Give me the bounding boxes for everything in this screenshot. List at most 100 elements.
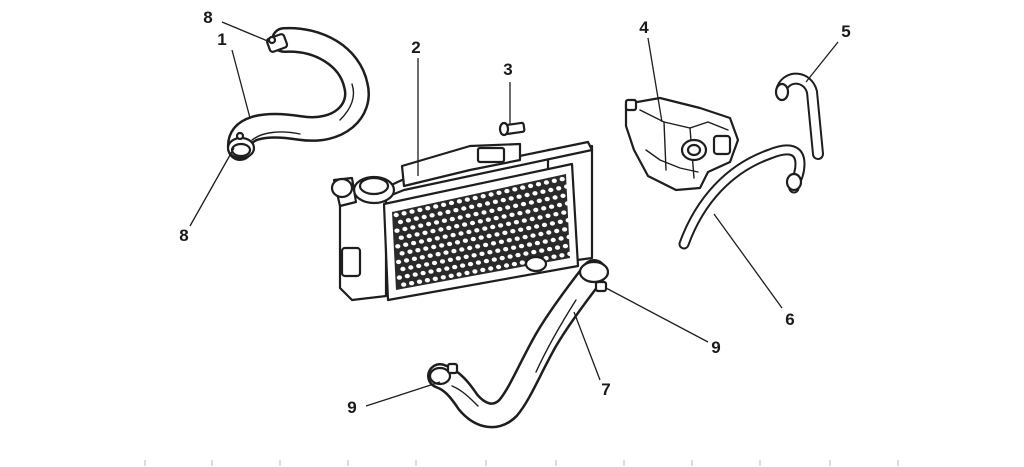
mesh-cell (531, 249, 537, 255)
mesh-cell (551, 178, 557, 183)
mesh-cell (455, 256, 461, 261)
callout-9-right: 9 (711, 338, 721, 357)
mesh-cell (435, 252, 441, 257)
mesh-cell (423, 246, 429, 251)
mesh-cell (393, 212, 399, 218)
callout-8-top: 8 (203, 8, 213, 27)
mesh-cell (480, 194, 486, 199)
mesh-cell (473, 211, 479, 217)
callout-7: 7 (601, 380, 611, 399)
mesh-cell (406, 233, 412, 239)
mesh-cell (488, 192, 494, 197)
mesh-cell (425, 206, 431, 211)
mesh-cell (540, 189, 546, 194)
mesh-cell (504, 188, 510, 194)
mesh-cell (558, 236, 564, 241)
mesh-cell (481, 210, 487, 215)
mesh-cell (445, 209, 451, 215)
overflow-hose (678, 144, 806, 250)
mesh-cell (483, 242, 489, 248)
mesh-cell (464, 270, 470, 276)
mesh-cell (509, 212, 515, 217)
mesh-cell (498, 223, 504, 228)
mesh-cell (462, 222, 468, 227)
mesh-cell (441, 218, 447, 223)
mesh-cell (409, 281, 415, 286)
lower-radiator-hose (427, 259, 610, 429)
mesh-cell (526, 242, 533, 247)
mesh-cell (414, 232, 420, 237)
mesh-cell (469, 204, 475, 209)
callout-4: 4 (639, 18, 649, 37)
mesh-cell (482, 226, 488, 231)
mesh-cell (549, 204, 555, 209)
mesh-cell (433, 204, 439, 209)
mesh-cell (418, 239, 425, 244)
mesh-cell (483, 258, 489, 264)
mesh-cell (542, 239, 548, 244)
mesh-cell (460, 263, 466, 268)
callout-3: 3 (503, 60, 513, 79)
mesh-cell (513, 220, 520, 225)
mesh-cell (396, 275, 402, 280)
mesh-cell (465, 213, 471, 218)
mesh-cell (564, 201, 571, 206)
mesh-cell (488, 266, 494, 271)
mesh-cell (448, 273, 454, 278)
mesh-cell (427, 253, 433, 258)
mesh-cell (553, 212, 559, 217)
mesh-cell (556, 202, 563, 208)
mesh-cell (444, 266, 450, 271)
mesh-cell (426, 237, 432, 243)
bolt (498, 121, 526, 137)
mesh-cell (521, 218, 527, 223)
mesh-cell (516, 194, 522, 199)
mesh-cell (513, 203, 519, 208)
mesh-cell (523, 251, 529, 256)
mesh-cell (501, 214, 507, 219)
mesh-cell (520, 201, 527, 207)
mesh-cell (518, 227, 524, 232)
mesh-cell (511, 261, 517, 267)
mesh-cell (447, 257, 453, 262)
mesh-cell (431, 260, 438, 266)
mesh-cell (452, 264, 458, 270)
mesh-cell (405, 218, 411, 223)
mesh-cell (434, 236, 440, 241)
mesh-cell (528, 200, 535, 205)
mesh-cell (496, 190, 502, 195)
mesh-cell (395, 244, 401, 249)
mesh-cell (484, 201, 491, 206)
mesh-cell (448, 200, 455, 206)
mesh-cell (422, 230, 428, 235)
mesh-cell (451, 248, 457, 254)
mesh-cell (534, 240, 541, 246)
mesh-cell (520, 185, 526, 190)
mesh-cell (500, 197, 506, 203)
mesh-cell (472, 195, 478, 201)
mesh-cell (470, 236, 476, 242)
mesh-cell (535, 182, 542, 187)
mesh-cell (490, 224, 496, 230)
mesh-cell (461, 206, 467, 211)
mesh-cell (528, 183, 534, 189)
mesh-cell (524, 192, 530, 198)
mesh-cell (477, 219, 483, 224)
mesh-cell (471, 253, 477, 258)
mesh-cell (429, 213, 435, 218)
hose-clamp-bottom (226, 131, 256, 160)
mesh-cell (436, 267, 442, 273)
mesh-cell (502, 230, 508, 235)
mesh-cell (487, 250, 493, 255)
hose-clamp-lower-right (578, 260, 610, 293)
mesh-cell (416, 263, 422, 269)
mesh-cell (547, 246, 553, 252)
mesh-cell (549, 221, 556, 226)
mesh-cell (544, 196, 550, 202)
mesh-cell (490, 241, 497, 246)
mesh-cell (469, 220, 476, 226)
mesh-cell (475, 244, 481, 249)
mesh-cell (565, 218, 571, 223)
mesh-cell (459, 247, 465, 252)
